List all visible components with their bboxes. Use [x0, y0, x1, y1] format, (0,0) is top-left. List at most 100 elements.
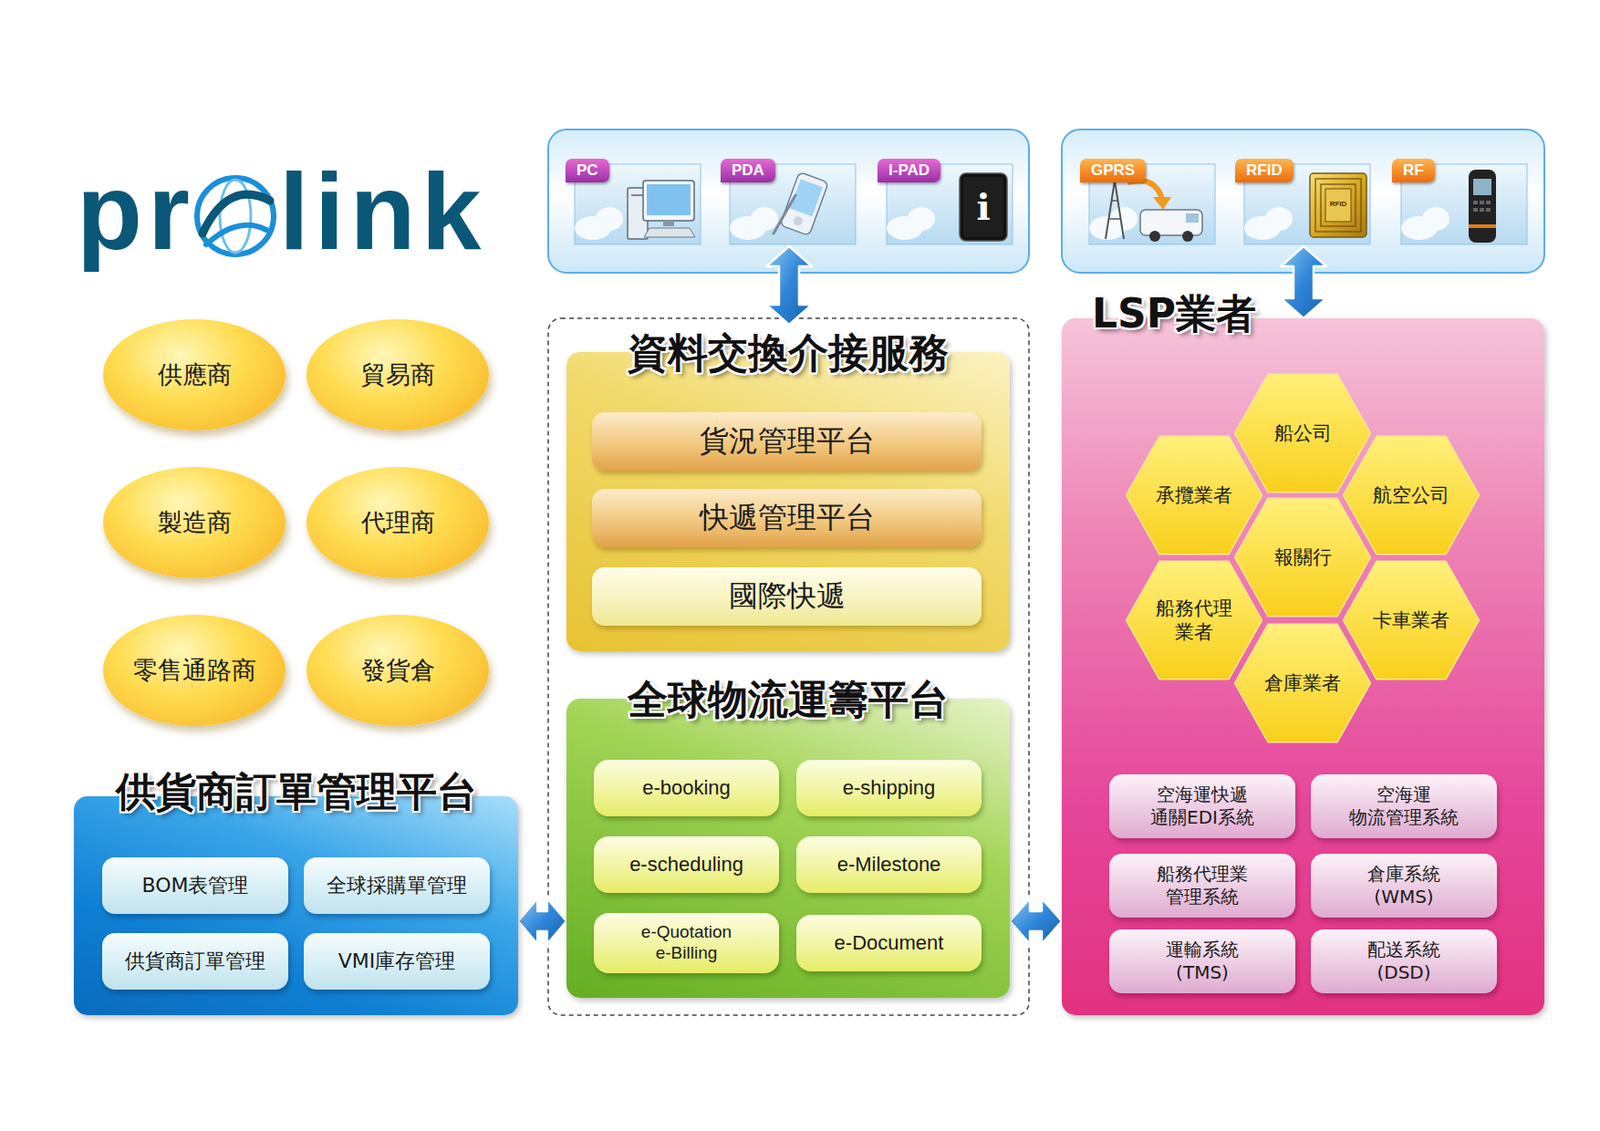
role-ellipse: 貿易商	[306, 319, 489, 431]
double-arrow	[766, 246, 812, 325]
hexagon-shape	[1126, 436, 1263, 554]
scanner-key	[1479, 207, 1485, 212]
tablet-logo: i	[959, 188, 1008, 226]
panel-heading: 供貨商訂單管理平台	[73, 768, 519, 816]
module-box: 快遞管理平台	[592, 488, 982, 548]
logo-globe	[197, 177, 274, 255]
module-name: BOM表管理	[141, 872, 249, 900]
pda-icon	[779, 172, 829, 237]
tower-bar	[1108, 218, 1122, 220]
module-name: e-scheduling	[629, 852, 744, 877]
module-box: 運輸系統 (TMS)	[1109, 929, 1296, 994]
module-box: 國際快遞	[592, 567, 982, 626]
role-name: 發貨倉	[361, 654, 436, 687]
module-name: 空海運 物流管理系統	[1349, 783, 1459, 830]
device-tab: GPRS	[1080, 158, 1146, 183]
role-name: 零售通路商	[133, 654, 257, 687]
module-name: 倉庫系統 (WMS)	[1367, 862, 1441, 909]
module-box: 貨況管理平台	[592, 412, 982, 471]
partner-hexagon: 倉庫業者	[1233, 623, 1372, 744]
device-card: RFID	[1235, 158, 1372, 247]
hexagon-shape	[1343, 436, 1480, 554]
device-tab: RFID	[1235, 158, 1294, 183]
device-tab: PDA	[720, 158, 776, 183]
hexagon-shape	[1126, 561, 1263, 679]
rf-scanner-icon	[1468, 169, 1497, 243]
scanner-body	[1468, 169, 1497, 243]
partner-hexagon: 承攬業者	[1124, 435, 1264, 556]
globe-swoosh	[206, 225, 267, 245]
role-ellipse: 發貨倉	[306, 614, 489, 727]
module-name: e-booking	[642, 776, 731, 800]
module-name: 貨況管理平台	[699, 421, 875, 462]
device-tab: I-PAD	[877, 158, 941, 183]
scanner-key	[1485, 207, 1491, 212]
signal-arrow	[1127, 180, 1163, 199]
hexagon-shape	[1235, 498, 1372, 616]
device-card: PC	[565, 158, 703, 247]
role-name: 供應商	[157, 358, 232, 392]
role-ellipse: 代理商	[306, 467, 489, 579]
module-box: 空海運 物流管理系統	[1310, 774, 1497, 839]
partner-name: 承攬業者	[1155, 482, 1233, 509]
role-ellipse: 供應商	[103, 319, 286, 431]
partner-hexagon: 卡車業者	[1341, 560, 1481, 681]
device-card: GPRS	[1080, 158, 1217, 247]
module-name: e-Quotation e-Billing	[635, 922, 738, 965]
platform-panel: 供貨商訂單管理平台BOM表管理全球採購單管理供貨商訂單管理VMI庫存管理	[73, 796, 519, 1016]
tablet-icon	[959, 173, 1008, 241]
module-box: e-shipping	[796, 759, 982, 817]
role-ellipse: 零售通路商	[103, 614, 286, 727]
pc-icon	[627, 180, 696, 239]
pc-slot	[631, 194, 645, 197]
module-box: VMI庫存管理	[303, 933, 490, 990]
partner-name: 卡車業者	[1372, 607, 1450, 634]
module-box: 空海運快遞 通關EDI系統	[1109, 774, 1296, 839]
role-name: 代理商	[361, 506, 436, 540]
module-name: e-shipping	[842, 776, 936, 800]
module-box: e-Document	[796, 914, 982, 972]
cloud	[1422, 207, 1450, 231]
module-box: e-booking	[593, 759, 780, 817]
module-name: 運輸系統 (TMS)	[1165, 938, 1239, 985]
partner-hexagon: 船務代理 業者	[1124, 560, 1264, 681]
tablet-body	[959, 173, 1008, 241]
module-name: e-Milestone	[837, 852, 942, 877]
scanner-key	[1473, 207, 1478, 212]
device-card: PDA	[720, 158, 858, 247]
module-box: e-Quotation e-Billing	[593, 913, 780, 974]
module-name: 空海運快遞 通關EDI系統	[1150, 783, 1255, 830]
module-name: 配送系統 (DSD)	[1367, 938, 1441, 985]
partner-name: 船公司	[1274, 420, 1332, 447]
cloud	[907, 207, 936, 231]
double-arrow	[1009, 898, 1062, 945]
cloud	[595, 207, 624, 231]
role-ellipse: 製造商	[103, 467, 286, 579]
van-wheel	[1182, 230, 1194, 242]
tower	[1105, 180, 1124, 239]
module-name: 全球採購單管理	[326, 872, 468, 900]
pc-monitor	[643, 180, 695, 221]
logo-text: link	[279, 157, 487, 266]
dashed-region	[548, 318, 1029, 1016]
pc-keyboard	[644, 228, 696, 238]
rfid-tag	[1309, 173, 1367, 238]
module-box: BOM表管理	[102, 857, 289, 915]
tower-bar	[1111, 199, 1119, 202]
van-window	[1185, 213, 1199, 223]
signal-arrowhead	[1153, 197, 1172, 210]
double-arrow	[518, 898, 567, 945]
van-body	[1140, 209, 1203, 236]
role-name: 貿易商	[361, 358, 436, 392]
partner-hexagon: 船公司	[1233, 373, 1372, 494]
role-name: 製造商	[157, 506, 232, 540]
pda-body	[779, 172, 829, 237]
module-name: VMI庫存管理	[338, 947, 457, 976]
module-name: 國際快遞	[728, 576, 846, 617]
panel-heading: 全球物流運籌平台	[566, 676, 1010, 724]
platform-panel: LSP業者船公司承攬業者航空公司報關行船務代理 業者卡車業者倉庫業者空海運快遞 …	[1061, 318, 1545, 1016]
pc-stand	[663, 220, 675, 227]
hexagon-outline	[1124, 560, 1264, 681]
rfid-tag-icon	[1309, 173, 1367, 238]
